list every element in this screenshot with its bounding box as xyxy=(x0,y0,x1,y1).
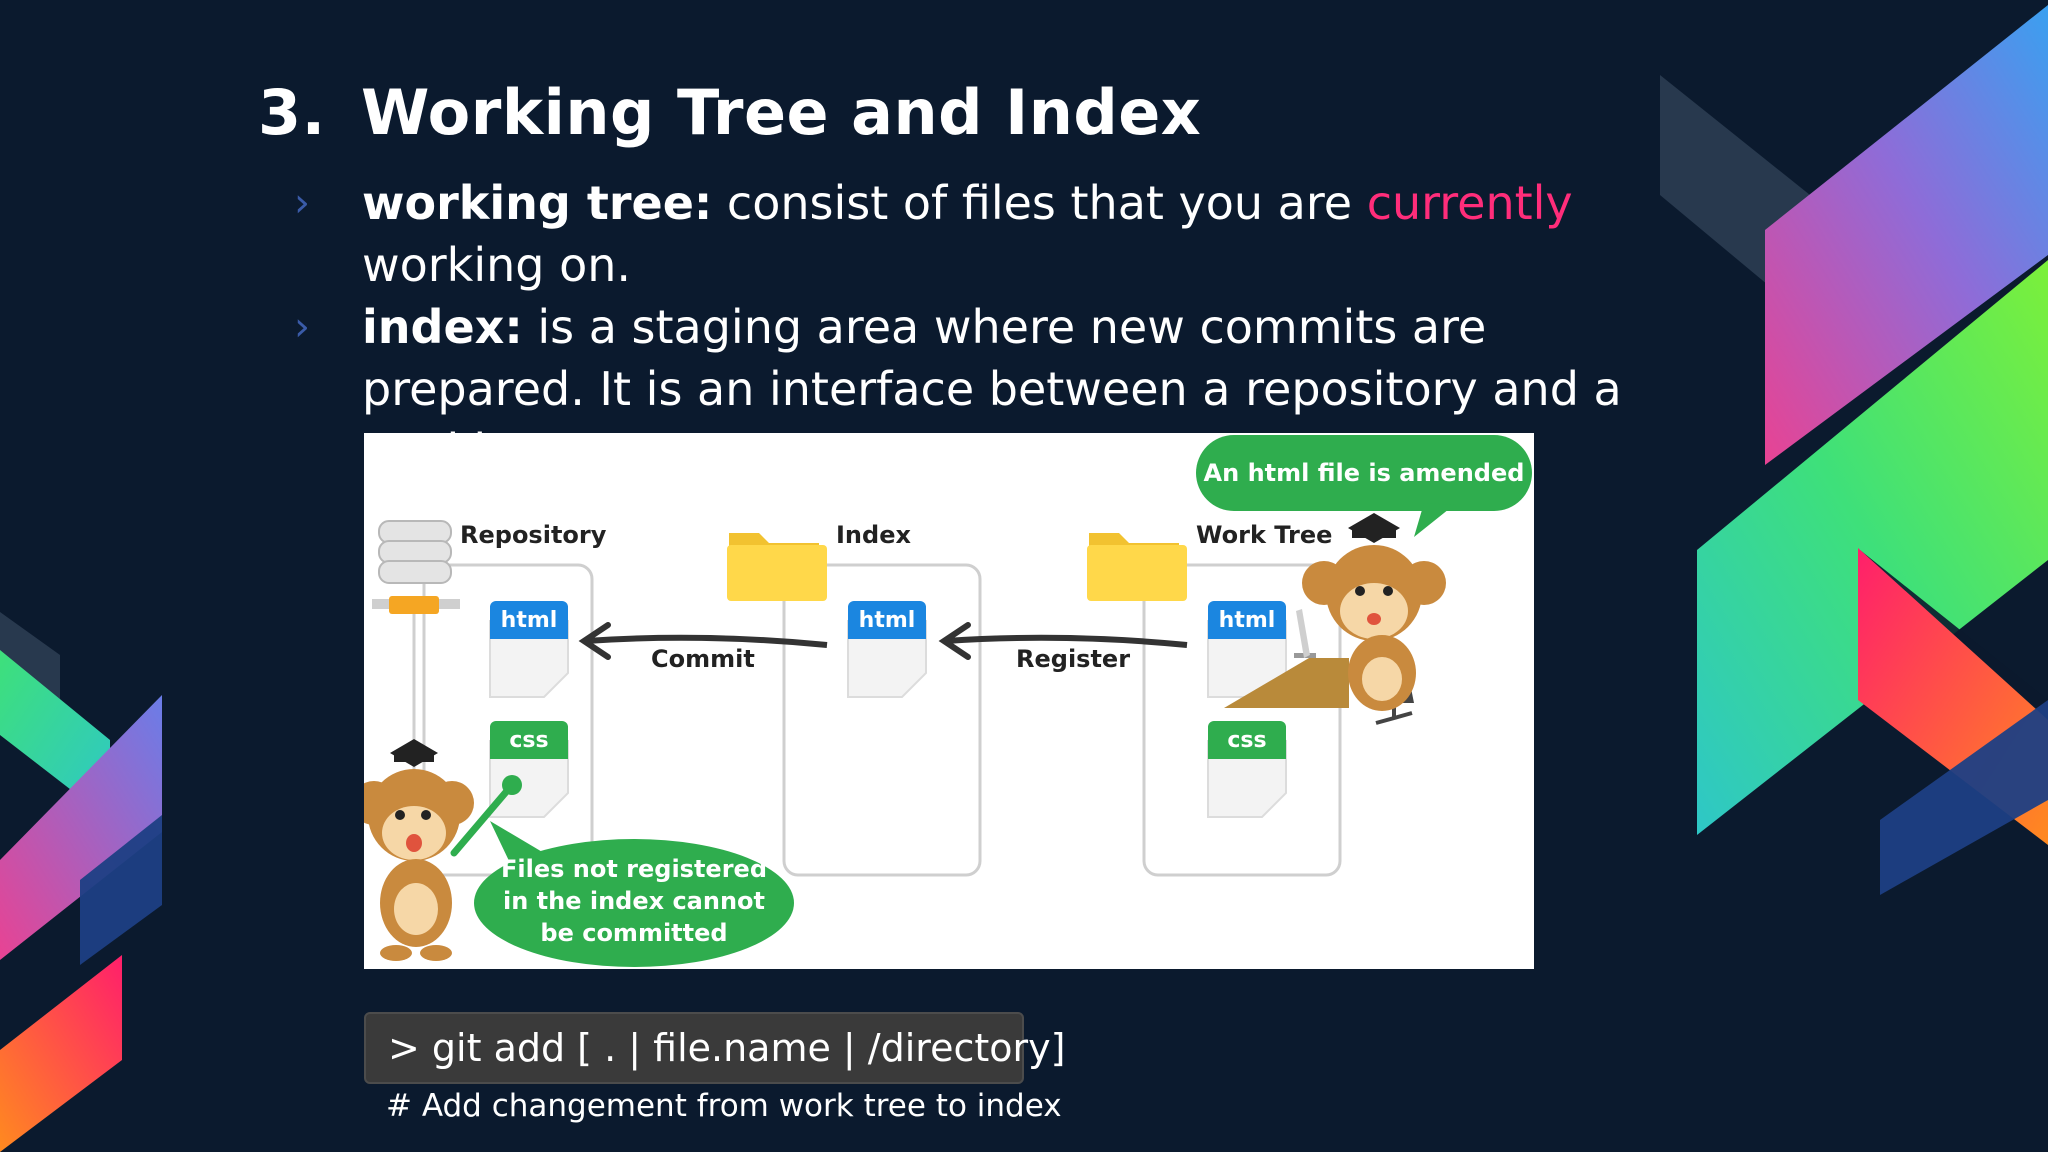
bubble-bottom-line: in the index cannot xyxy=(502,887,766,915)
slide-title: 3. Working Tree and Index xyxy=(258,76,1201,149)
diagram-shapes xyxy=(364,435,1532,967)
work-tree-html-file: html xyxy=(1208,601,1286,639)
folder-icon xyxy=(1087,533,1187,601)
repository-html-file: html xyxy=(490,601,568,639)
bubble-top-text: An html file is amended xyxy=(1203,459,1525,487)
register-arrow xyxy=(938,622,1188,660)
desk-icon xyxy=(1224,609,1349,708)
work-tree-css-file: css xyxy=(1208,721,1286,759)
folder-icon xyxy=(727,533,827,601)
bubble-bottom-text: Files not registered in the index cannot… xyxy=(474,853,794,949)
monkey-mascot-icon xyxy=(1302,513,1446,711)
chevron-right-icon: › xyxy=(294,180,310,226)
speech-bubble-bottom xyxy=(474,821,794,967)
bullet-term: index: xyxy=(362,300,523,354)
index-html-file: html xyxy=(848,601,926,639)
bullet-text: consist of files that you are xyxy=(712,176,1367,230)
speech-bubble-top xyxy=(1196,435,1532,537)
chevron-right-icon: › xyxy=(294,304,310,350)
commit-label: Commit xyxy=(651,645,755,673)
bullet-working-tree: › working tree: consist of files that yo… xyxy=(294,172,1702,296)
git-diagram: Repository Index Work Tree Commit Regist… xyxy=(364,433,1534,969)
command-comment: # Add changement from work tree to index xyxy=(386,1088,1062,1124)
command-box: > git add [ . | file.name | /directory] xyxy=(364,1012,1065,1084)
bullet-highlight: currently xyxy=(1366,176,1573,230)
database-icon xyxy=(372,520,460,793)
work-tree-label: Work Tree xyxy=(1196,521,1333,549)
index-label: Index xyxy=(836,521,911,549)
slide-number: 3. xyxy=(258,76,326,149)
bullet-text-end: working on. xyxy=(362,238,631,292)
bullet-term: working tree: xyxy=(362,176,713,230)
monkey-mascot-icon xyxy=(364,739,522,961)
repository-css-file: css xyxy=(490,721,568,759)
register-label: Register xyxy=(1016,645,1131,673)
bubble-bottom-line: Files not registered xyxy=(500,855,767,883)
commit-arrow xyxy=(578,622,828,660)
bubble-bottom-line: be committed xyxy=(540,919,728,947)
repository-label: Repository xyxy=(460,521,607,549)
slide-title-text: Working Tree and Index xyxy=(361,76,1202,149)
